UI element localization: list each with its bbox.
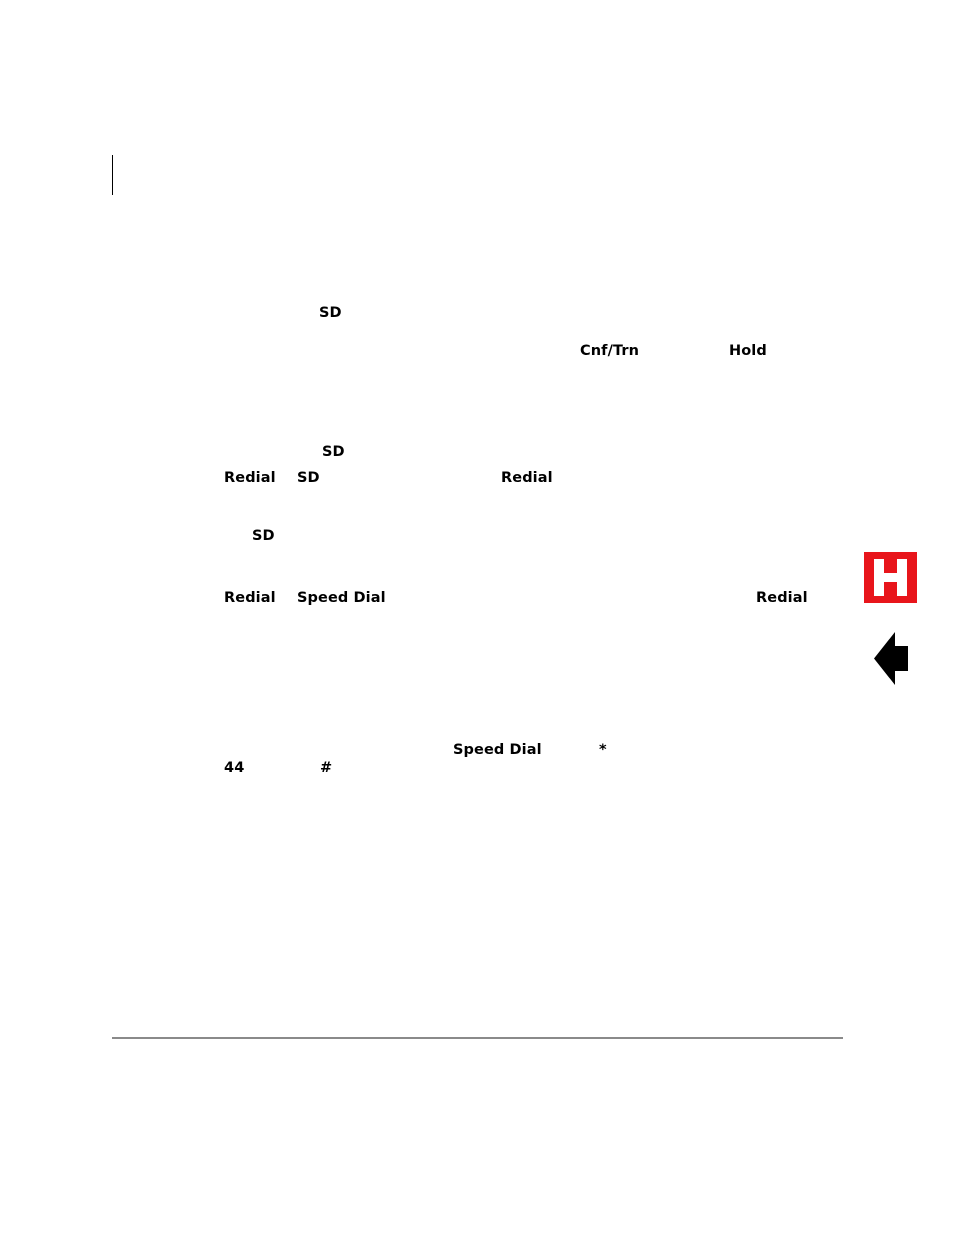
keyword-sd: SD: [319, 305, 342, 321]
keyword-speed-dial: Speed Dial: [297, 590, 386, 606]
keyword-redial: Redial: [501, 470, 553, 486]
keyword-cnf-trn: Cnf/Trn: [580, 343, 640, 359]
keyword-sd: SD: [322, 444, 345, 460]
left-arrow-icon: [874, 632, 908, 685]
h-letter-icon: [874, 559, 907, 596]
keyword-code-44: 44: [224, 760, 245, 776]
keyword-sd: SD: [252, 528, 275, 544]
change-bar: [112, 155, 113, 195]
keyword-redial: Redial: [224, 470, 276, 486]
keyword-star: *: [599, 742, 607, 758]
keyword-redial: Redial: [224, 590, 276, 606]
keyword-sd: SD: [297, 470, 320, 486]
h-tab-icon[interactable]: [864, 552, 917, 603]
footer-rule: [112, 1037, 843, 1039]
keyword-hash: #: [320, 760, 333, 776]
keyword-hold: Hold: [729, 343, 767, 359]
back-arrow-icon[interactable]: [874, 632, 910, 685]
keyword-redial: Redial: [756, 590, 808, 606]
keyword-speed-dial: Speed Dial: [453, 742, 542, 758]
